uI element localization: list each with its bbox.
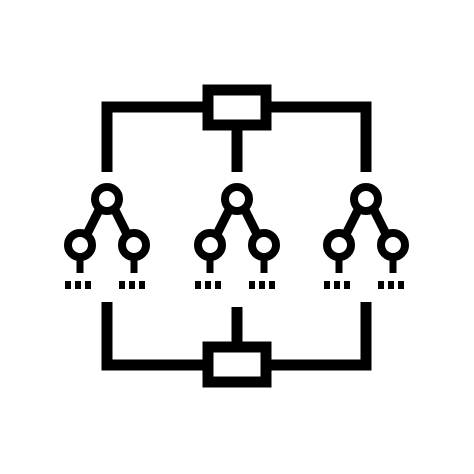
root-node [221,183,253,215]
tree-center [194,183,280,289]
bottom-right-connector [266,302,372,371]
right-leaf-node [118,229,150,261]
tree-group [64,183,409,289]
right-leaf-node [248,229,280,261]
tree-branch [81,205,105,239]
tree-branch [211,205,235,239]
tree-branch [239,205,263,239]
tree-left [64,183,150,289]
left-leaf-node [323,229,355,261]
connector-frame [101,84,372,388]
right-leaf-node [377,229,409,261]
root-node [91,183,123,215]
bottom-left-connector [101,302,208,371]
root-node [350,183,382,215]
tree-branch [368,205,392,239]
bottom-box [202,341,272,388]
top-box [202,84,272,131]
left-leaf-node [194,229,226,261]
left-leaf-node [64,229,96,261]
top-left-connector [101,101,208,172]
top-right-connector [266,101,372,172]
tree-right [323,183,409,289]
tree-branch [340,205,364,239]
tree-branch [109,205,133,239]
